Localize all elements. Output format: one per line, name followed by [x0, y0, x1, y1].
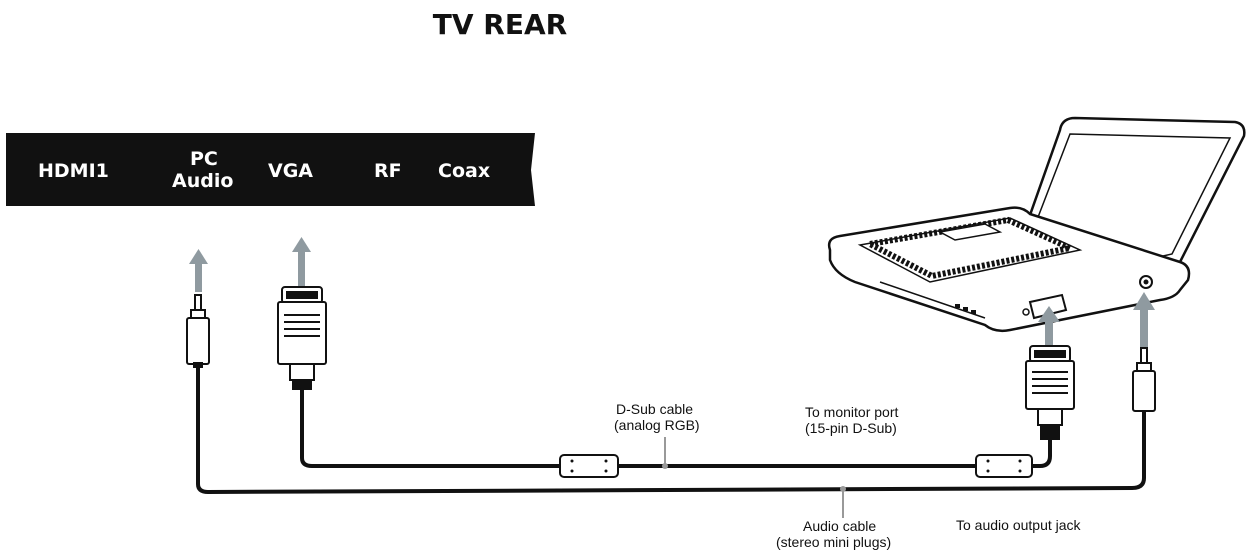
dsub-cable-sublabel: (analog RGB) — [614, 417, 700, 433]
arrow-up-icon — [292, 237, 311, 288]
vga-connector — [1025, 345, 1075, 440]
arrow-up-icon — [1133, 292, 1155, 350]
vga-connector — [277, 286, 327, 390]
laptop — [827, 116, 1246, 333]
tv-rear-panel: HDMI1 PC Audio VGA RF Coax — [6, 133, 535, 206]
arrow-up-icon — [1038, 306, 1060, 346]
port-label-vga: VGA — [268, 160, 313, 182]
arrow-up-icon — [189, 249, 208, 292]
port-label-audio: Audio — [172, 170, 233, 192]
port-label-rf: RF — [374, 160, 402, 182]
audio-cable-sublabel: (stereo mini plugs) — [776, 534, 891, 550]
monitor-port-sublabel: (15-pin D-Sub) — [805, 420, 897, 436]
audio-output-label: To audio output jack — [956, 517, 1082, 533]
port-label-pc: PC — [190, 148, 218, 170]
port-label-hdmi1: HDMI1 — [38, 160, 109, 182]
monitor-port-label: To monitor port — [805, 404, 898, 420]
ferrite-core — [975, 454, 1033, 478]
audio-mini-plug — [186, 294, 210, 368]
audio-cable-label: Audio cable — [803, 518, 876, 534]
audio-mini-plug — [1132, 347, 1156, 412]
port-label-coax: Coax — [438, 160, 490, 182]
diagram-title: TV REAR — [432, 8, 568, 41]
dsub-cable-label: D-Sub cable — [616, 401, 693, 417]
ferrite-core — [559, 454, 619, 478]
